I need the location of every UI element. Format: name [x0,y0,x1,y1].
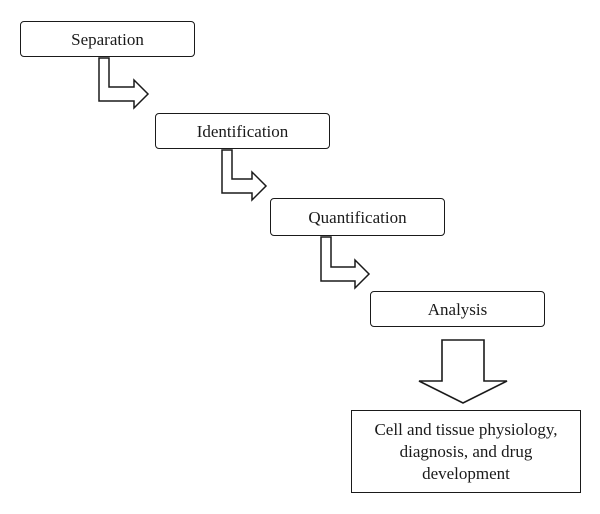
step-identification: Identification [155,113,330,149]
outcome-line-1: Cell and tissue physiology, [374,419,558,439]
step-separation-label: Separation [71,29,144,49]
step-identification-label: Identification [196,121,289,141]
step-analysis: Analysis [370,291,545,327]
step-analysis-label: Analysis [427,299,488,319]
outcome-line-2: diagnosis, and drug [399,441,533,461]
step-separation: Separation [20,21,195,57]
step-quantification: Quantification [270,198,445,236]
hollow-elbow-arrow-2 [221,149,268,202]
hollow-elbow-arrow-1 [98,57,150,110]
outcome-line-3: development [422,463,510,483]
hollow-elbow-arrow-3 [320,236,371,290]
outcome-box: Cell and tissue physiology, diagnosis, a… [351,410,581,493]
step-quantification-label: Quantification [308,207,407,227]
hollow-down-arrow [418,339,508,404]
